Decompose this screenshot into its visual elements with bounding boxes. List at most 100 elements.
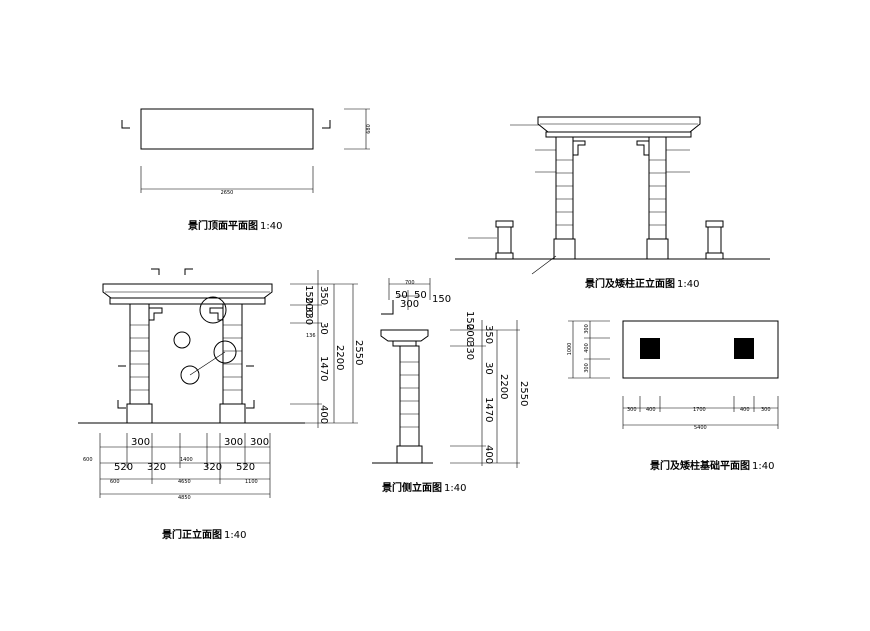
vertical-dim-chain (450, 320, 520, 468)
horizontal-dim-chain (622, 396, 779, 429)
dim-text: 350 (318, 286, 329, 305)
roof-beam (545, 131, 692, 138)
dim-text: 1400 (180, 457, 193, 463)
bracket-left (573, 140, 586, 156)
foundation-plan-view: 1000 300 400 300 300 400 1700 400 300 54… (567, 320, 779, 472)
dim-text: 350 (483, 325, 494, 344)
column-joints (556, 159, 666, 226)
dim-text: 1700 (693, 407, 706, 413)
footing-left (640, 338, 660, 359)
dim-text: 400 (318, 405, 329, 424)
roof-slab (102, 283, 273, 299)
dim-text: 520 (114, 462, 133, 473)
dim-text: 50 (395, 290, 408, 301)
column-base-right (646, 238, 669, 260)
column-joints (400, 361, 419, 428)
side-column-base (396, 445, 423, 464)
detail-circle (213, 340, 237, 364)
roof-width-dim: 2650 (221, 190, 234, 196)
column-base-left (126, 403, 153, 424)
dim-text: 1000 (567, 343, 573, 356)
dim-text: 2550 (518, 381, 529, 406)
column-base-right (219, 403, 246, 424)
horizontal-dim-chains (99, 433, 271, 498)
dim-text: 150 (303, 285, 314, 304)
dim-text: 1470 (318, 356, 329, 381)
dim-text: 5400 (694, 425, 707, 431)
dim-text: 700 (405, 280, 415, 286)
corner-marker (117, 400, 126, 409)
dim-text: 150 (432, 294, 451, 305)
dim-text: 400 (584, 343, 590, 353)
column-joints (130, 324, 242, 391)
roof-depth-dim: 680 (366, 124, 372, 134)
footing-right (734, 338, 754, 359)
dim-text: 300 (400, 299, 419, 310)
column-left (129, 303, 150, 405)
dim-text: 200 (303, 297, 314, 316)
bollard-left (495, 220, 514, 260)
dim-text: 300 (584, 363, 590, 373)
dim-text: 320 (203, 462, 222, 473)
dim-text: 30 (318, 322, 329, 335)
corner-marker (246, 400, 255, 409)
dim-text: 300 (627, 407, 637, 413)
roof-beam (109, 297, 266, 305)
dim-text: 136 (306, 333, 316, 339)
dim-text: 50 (414, 290, 427, 301)
vertical-dim-chain (568, 320, 610, 379)
dim-text: 30 (483, 362, 494, 375)
roof-slab (537, 116, 701, 133)
side-elevation-view: 700 50 50 150 300 150 200 330 350 30 147… (372, 278, 529, 494)
dim-text: 400 (646, 407, 656, 413)
detail-circle (199, 296, 227, 324)
dim-text: 300 (224, 437, 243, 448)
dim-text: 2200 (334, 345, 345, 370)
side-column (399, 345, 420, 447)
leader-lines (468, 124, 690, 275)
dim-text: 330 (464, 341, 475, 360)
top-dim-chain (388, 278, 431, 310)
side-cap (380, 329, 429, 342)
dim-text: 400 (483, 445, 494, 464)
column-right (222, 303, 243, 405)
dim-text: 520 (236, 462, 255, 473)
column-left (555, 136, 574, 240)
dim-text: 4650 (178, 479, 191, 485)
dim-text: 600 (110, 479, 120, 485)
bracket-right (636, 140, 649, 156)
decor-circle (180, 365, 200, 385)
front-elevation-view: 150 200 330 350 30 1470 2200 2550 400 13… (78, 268, 364, 541)
dim-text: 1470 (483, 397, 494, 422)
dim-text: 600 (83, 457, 93, 463)
corner-marker (184, 268, 193, 275)
corner-marker (151, 268, 160, 275)
corner-marker (121, 120, 130, 129)
column-base-left (553, 238, 576, 260)
decor-circle (173, 331, 191, 349)
column-right (648, 136, 667, 240)
bollard-right (705, 220, 724, 260)
dim-text: 2200 (498, 374, 509, 399)
dim-text: 1100 (245, 479, 258, 485)
bracket-left (149, 307, 163, 321)
corner-marker (322, 120, 331, 129)
dim-text: 320 (147, 462, 166, 473)
dim-text: 300 (131, 437, 150, 448)
dim-text: 2550 (353, 340, 364, 365)
dim-text: 200 (464, 324, 475, 343)
dim-text: 400 (740, 407, 750, 413)
dim-text: 330 (303, 306, 314, 325)
leader-line (189, 351, 226, 376)
corner-marker (381, 300, 394, 315)
dim-text: 150 (464, 311, 475, 330)
dim-text: 300 (584, 324, 590, 334)
